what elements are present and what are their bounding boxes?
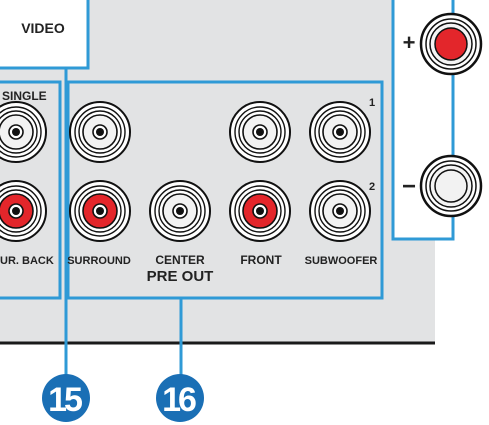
- subwoofer-jack-1[interactable]: [309, 101, 371, 163]
- front-jack-1[interactable]: [229, 101, 291, 163]
- subwoofer-jack-2[interactable]: [309, 180, 371, 242]
- plus-label: +: [403, 30, 416, 55]
- surround-jack-2[interactable]: [69, 180, 131, 242]
- front-label: FRONT: [240, 253, 282, 267]
- rca-jacks: [0, 101, 371, 242]
- single-label: SINGLE: [2, 89, 47, 103]
- surround-jack-1[interactable]: [69, 101, 131, 163]
- single-jack[interactable]: [0, 101, 47, 163]
- subwoofer-label: SUBWOOFER: [305, 255, 378, 267]
- row-2-number: 2: [369, 181, 375, 193]
- center-jack[interactable]: [149, 180, 211, 242]
- pre-out-section: [66, 80, 384, 300]
- speaker-terminal-plus[interactable]: [419, 12, 483, 76]
- minus-label: −: [402, 173, 416, 200]
- svg-text:15: 15: [48, 381, 82, 419]
- center-label: CENTER: [155, 253, 205, 267]
- sur-back-label: UR. BACK: [0, 255, 54, 267]
- single-surback-section: [0, 80, 62, 300]
- sur-back-jack[interactable]: [0, 180, 47, 242]
- surround-label: SURROUND: [67, 255, 131, 267]
- svg-text:16: 16: [162, 381, 196, 419]
- callout-16: 16: [156, 374, 204, 422]
- speaker-terminal-minus[interactable]: [419, 154, 483, 218]
- video-section: [0, 0, 90, 70]
- front-jack-2[interactable]: [229, 180, 291, 242]
- video-label: VIDEO: [21, 20, 65, 36]
- row-1-number: 1: [369, 97, 375, 109]
- callout-15: 15: [42, 374, 90, 422]
- pre-out-label: PRE OUT: [147, 268, 214, 285]
